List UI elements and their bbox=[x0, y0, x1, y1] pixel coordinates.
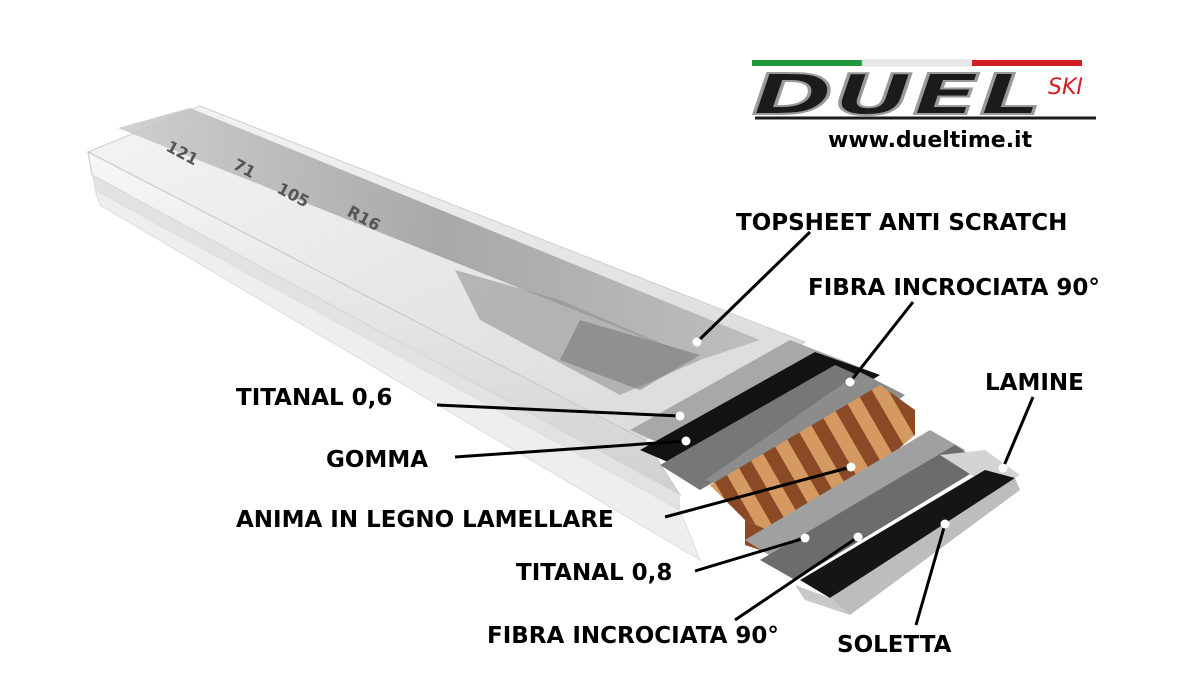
leader-topsheet bbox=[695, 230, 812, 344]
topsheet-print-band bbox=[118, 108, 760, 360]
dot-topsheet bbox=[692, 337, 702, 347]
leader-soletta bbox=[914, 523, 947, 626]
layer-labels: TOPSHEET ANTI SCRATCH FIBRA INCROCIATA 9… bbox=[236, 210, 1100, 658]
label-lamine: LAMINE bbox=[985, 370, 1084, 396]
label-titanal-08: TITANAL 0,8 bbox=[516, 560, 672, 586]
layer-titanal-08 bbox=[745, 430, 965, 565]
layer-anima bbox=[710, 385, 915, 540]
leader-titanal-06 bbox=[436, 403, 681, 418]
leader-fibra-bottom bbox=[734, 535, 859, 622]
dot-titanal-06 bbox=[675, 411, 685, 421]
dot-anima bbox=[846, 462, 856, 472]
dot-fibra-top bbox=[845, 377, 855, 387]
ski-body: 121 71 105 R16 bbox=[86, 105, 807, 562]
dot-fibra-bottom bbox=[853, 532, 863, 542]
logo-suffix: SKI bbox=[1048, 75, 1083, 100]
logo-flag-red bbox=[972, 60, 1082, 66]
leader-fibra-top bbox=[848, 301, 915, 383]
label-soletta: SOLETTA bbox=[837, 632, 952, 658]
dot-soletta bbox=[940, 519, 950, 529]
dot-titanal-08 bbox=[800, 533, 810, 543]
dot-lamine bbox=[998, 463, 1008, 473]
leader-anima bbox=[664, 465, 852, 519]
duel-ski-logo: DUEL SKI www.dueltime.it bbox=[751, 59, 1096, 153]
leader-lamine bbox=[1001, 396, 1035, 469]
label-topsheet: TOPSHEET ANTI SCRATCH bbox=[736, 210, 1067, 236]
dot-gomma bbox=[681, 436, 691, 446]
label-fibra-top: FIBRA INCROCIATA 90° bbox=[808, 275, 1100, 301]
label-titanal-06: TITANAL 0,6 bbox=[236, 385, 392, 411]
label-anima: ANIMA IN LEGNO LAMELLARE bbox=[236, 507, 614, 533]
leader-lines bbox=[436, 230, 1035, 626]
layer-stack bbox=[630, 340, 1020, 615]
leader-titanal-08 bbox=[694, 536, 806, 573]
logo-url: www.dueltime.it bbox=[828, 128, 1033, 153]
layer-fibra-bottom bbox=[760, 445, 985, 580]
leader-gomma bbox=[454, 439, 687, 459]
label-fibra-bottom: FIBRA INCROCIATA 90° bbox=[487, 623, 779, 649]
label-gomma: GOMMA bbox=[326, 447, 428, 473]
logo-flag-green bbox=[752, 60, 862, 66]
